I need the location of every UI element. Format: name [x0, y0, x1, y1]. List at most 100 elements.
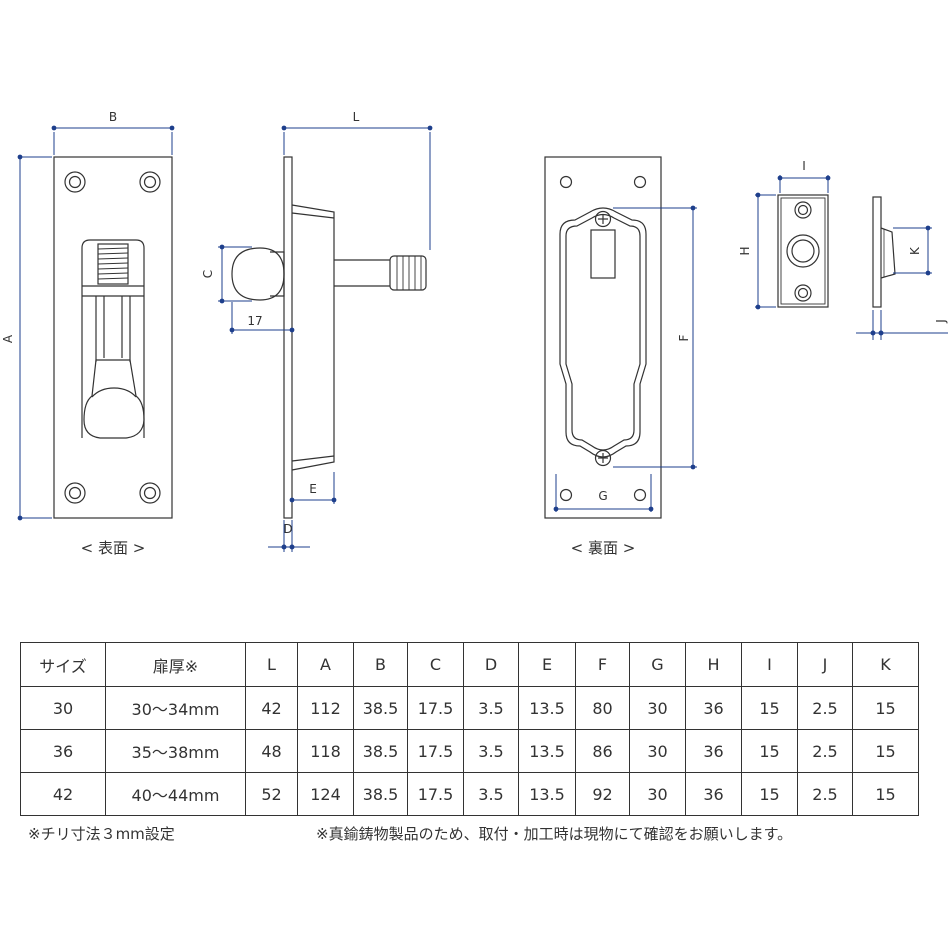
table-cell: 2.5 [797, 772, 853, 816]
header-k: K [852, 642, 919, 687]
mount-screw [594, 449, 612, 467]
header-b: B [353, 642, 408, 687]
header-i: I [741, 642, 798, 687]
mount-screw [594, 210, 612, 228]
latch-window [590, 229, 616, 279]
table-cell: 42 [20, 772, 106, 816]
dim-label-g: G [598, 489, 607, 503]
back-view [544, 156, 662, 519]
table-cell: 15 [741, 729, 798, 773]
dim-label-k: K [908, 246, 922, 255]
header-c: C [407, 642, 464, 687]
dimension-l [281, 125, 433, 250]
technical-drawing: B A < 表面 > L C 17 [1, 110, 948, 557]
table-cell: 30〜34mm [105, 686, 246, 730]
table-cell: 17.5 [407, 729, 464, 773]
dim-label-c: C [201, 270, 215, 278]
dimension-h [755, 192, 776, 310]
table-cell: 13.5 [518, 729, 576, 773]
header-f: F [575, 642, 630, 687]
side-knob [231, 247, 285, 301]
dimension-e [289, 472, 337, 504]
table-cell: 2.5 [797, 686, 853, 730]
table-cell: 17.5 [407, 686, 464, 730]
screw-hole [633, 175, 647, 189]
table-cell: 52 [245, 772, 298, 816]
strike-screw-hole [794, 284, 812, 302]
table-cell: 15 [852, 686, 919, 730]
front-view [53, 156, 173, 519]
table-cell: 17.5 [407, 772, 464, 816]
table-cell: 3.5 [463, 772, 519, 816]
table-header-row: サイズ 扉厚※ L A B C D E F G H I J K [20, 642, 919, 687]
back-housing-outline [559, 207, 647, 458]
header-size: サイズ [20, 642, 106, 687]
dimension-c [218, 244, 252, 304]
table-cell: 30 [629, 686, 686, 730]
table-cell: 35〜38mm [105, 729, 246, 773]
table-cell: 13.5 [518, 686, 576, 730]
strike-screw-hole [794, 201, 812, 219]
header-a: A [297, 642, 354, 687]
table-cell: 40〜44mm [105, 772, 246, 816]
bolt-channel [81, 239, 145, 438]
table-cell: 36 [685, 729, 742, 773]
table-row: 42 40〜44mm 52 124 38.5 17.5 3.5 13.5 92 … [20, 772, 919, 816]
spec-table: サイズ 扉厚※ L A B C D E F G H I J K 30 30〜34… [20, 642, 919, 816]
caption-back: < 裏面 > [571, 539, 636, 557]
dimension-j [856, 310, 948, 340]
screw-hole [139, 171, 161, 193]
dim-label-e: E [309, 482, 317, 496]
body-profile [291, 204, 335, 471]
dimension-f [613, 205, 697, 470]
strike-bolt-hole [786, 234, 820, 268]
table-cell: 36 [685, 686, 742, 730]
table-cell: 80 [575, 686, 630, 730]
dim-label-f: F [677, 334, 691, 341]
dim-label-h: H [738, 246, 752, 255]
table-cell: 30 [629, 729, 686, 773]
table-cell: 38.5 [353, 729, 408, 773]
screw-hole [559, 488, 573, 502]
dimension-b [51, 125, 175, 155]
table-cell: 124 [297, 772, 354, 816]
dim-label-j: J [934, 319, 948, 324]
table-row: 36 35〜38mm 48 118 38.5 17.5 3.5 13.5 86 … [20, 729, 919, 773]
dimension-k [893, 225, 932, 276]
dim-label-a: A [1, 334, 15, 343]
table-cell: 13.5 [518, 772, 576, 816]
table-cell: 15 [741, 686, 798, 730]
header-h: H [685, 642, 742, 687]
dim-label-l: L [353, 110, 360, 124]
table-cell: 3.5 [463, 686, 519, 730]
dim-label-17: 17 [247, 314, 262, 328]
screw-hole [559, 175, 573, 189]
table-cell: 2.5 [797, 729, 853, 773]
table-cell: 30 [629, 772, 686, 816]
dim-label-b: B [109, 110, 117, 124]
table-cell: 92 [575, 772, 630, 816]
screw-hole [64, 482, 86, 504]
dimension-17 [229, 302, 295, 334]
table-cell: 15 [852, 729, 919, 773]
screw-hole [64, 171, 86, 193]
header-l: L [245, 642, 298, 687]
header-j: J [797, 642, 853, 687]
dimension-i [777, 175, 831, 193]
table-row: 30 30〜34mm 42 112 38.5 17.5 3.5 13.5 80 … [20, 686, 919, 730]
table-cell: 48 [245, 729, 298, 773]
dim-label-i: I [802, 159, 806, 173]
header-d: D [463, 642, 519, 687]
knob [83, 359, 145, 439]
dimension-g [553, 474, 654, 512]
table-cell: 42 [245, 686, 298, 730]
dim-label-d: D [283, 522, 292, 536]
caption-front: < 表面 > [81, 539, 146, 557]
side-view [231, 156, 427, 519]
strike-plate-side [872, 196, 896, 308]
dimension-d [268, 520, 310, 552]
strike-plate-front [777, 194, 829, 308]
table-cell: 15 [852, 772, 919, 816]
screw-hole [139, 482, 161, 504]
table-cell: 118 [297, 729, 354, 773]
